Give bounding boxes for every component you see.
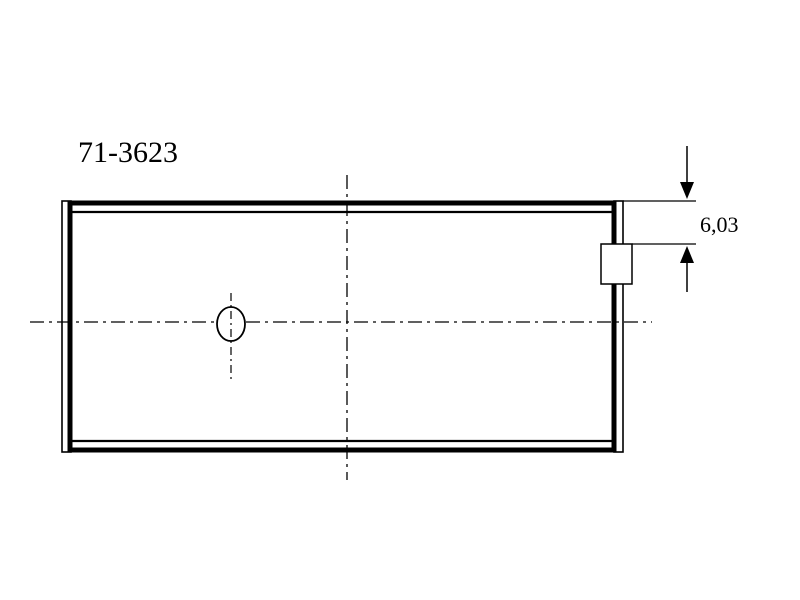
dimension-arrow-up-icon bbox=[680, 246, 694, 292]
shell-body-outline bbox=[67, 200, 617, 453]
dimension-value: 6,03 bbox=[700, 212, 739, 237]
dimension-arrow-down-icon bbox=[680, 146, 694, 199]
part-number-label: 71-3623 bbox=[78, 136, 178, 169]
locating-tab bbox=[600, 243, 633, 285]
